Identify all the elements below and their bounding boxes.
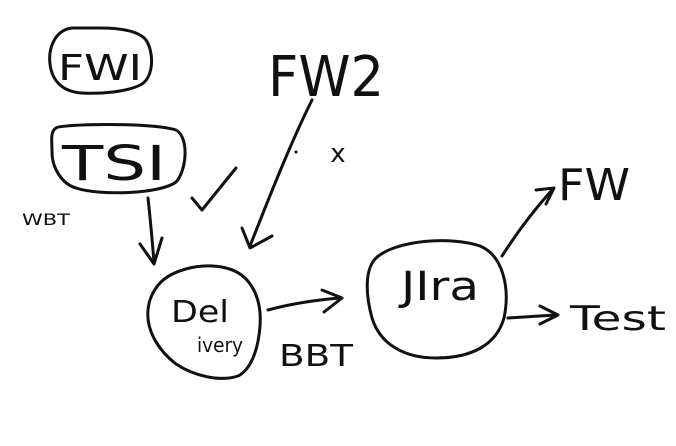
jira-label: JIra [397, 264, 479, 310]
node-test-out: Test [569, 299, 666, 339]
x-mark: x [330, 139, 345, 169]
fw1-outline [48, 26, 153, 95]
edge-ts1-to-delivery [138, 196, 164, 266]
ts1-label: TSI [61, 136, 166, 192]
edge-jira-test-arrowhead [538, 304, 560, 326]
node-jira: JIra [365, 239, 508, 360]
node-fw2: FW2 [268, 45, 384, 110]
edge-fw2-delivery-line [248, 98, 314, 248]
edge-delivery-to-jira [266, 288, 344, 314]
edge-jira-to-test [506, 304, 560, 326]
edge-jira-to-fw [500, 186, 556, 258]
fw2-label: FW2 [268, 45, 384, 110]
edge-ts1-delivery-line [146, 196, 156, 264]
delivery-label-line2: ivery [197, 333, 243, 357]
edge-delivery-jira-line [266, 296, 342, 312]
delivery-outline [146, 264, 262, 380]
ink-dot [294, 150, 298, 154]
edge-jira-fw-arrowhead [534, 186, 556, 206]
delivery-label-line1: Del [171, 295, 229, 330]
edge-fw2-to-delivery [240, 98, 314, 250]
edge-delivery-jira-arrowhead [320, 288, 344, 314]
ts1-outline [50, 123, 187, 195]
edge-ts1-delivery-arrowhead [138, 236, 164, 266]
edge-jira-fw-line [500, 188, 554, 258]
node-ts1: TSI [50, 123, 187, 195]
fw-out-label: FW [558, 160, 630, 211]
checkmark-icon [190, 166, 238, 212]
node-fw-out: FW [558, 160, 630, 211]
edge-fw2-delivery-arrowhead [240, 226, 274, 250]
test-out-label: Test [569, 299, 666, 339]
edge-jira-test-line [506, 313, 558, 320]
jira-outline [365, 239, 508, 360]
node-fw1: FWI [48, 26, 153, 95]
node-delivery: Del ivery [146, 264, 262, 380]
wbt-label: WBT [22, 210, 70, 229]
fw1-label: FWI [58, 48, 142, 89]
bbt-label: BBT [279, 339, 354, 374]
